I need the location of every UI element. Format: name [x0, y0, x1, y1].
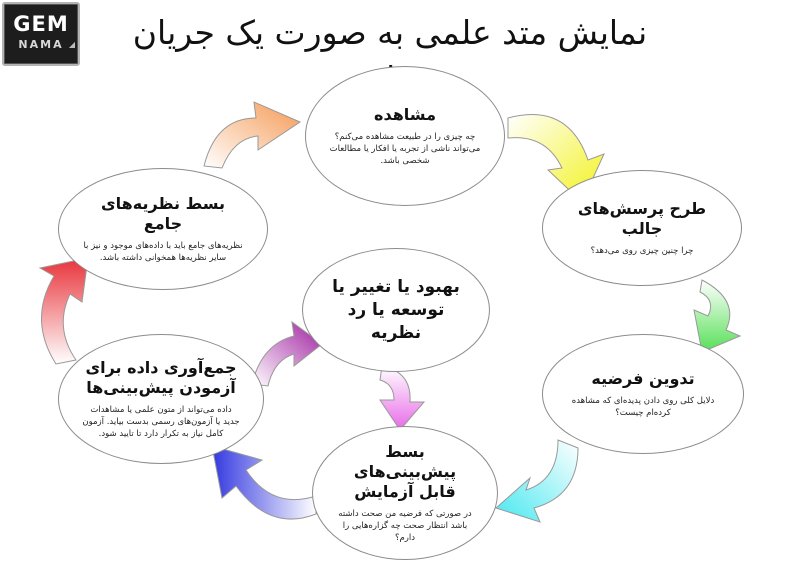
node-predictions-title: بسط پیش‌بینی‌های قابل آزمایش	[353, 442, 457, 501]
node-hypothesis-title: تدوین فرضیه	[591, 369, 695, 388]
node-hypothesis-desc: دلایل کلی روی دادن پدیده‌ای که مشاهده کر…	[571, 396, 715, 418]
node-data-desc: داده می‌تواند از متون علمی یا مشاهدات جد…	[82, 405, 240, 439]
arrow-predictions-to-data	[211, 445, 317, 520]
arrow-data-to-theories	[38, 257, 89, 365]
node-predictions: بسط پیش‌بینی‌های قابل آزمایش در صورتی که…	[312, 426, 498, 560]
node-center: بهبود یا تغییر یا توسعه یا رد نظریه	[302, 248, 490, 372]
node-theories: بسط نظریه‌های جامع نظریه‌های جامع باید ب…	[58, 168, 268, 290]
node-center-title: بهبود یا تغییر یا توسعه یا رد نظریه	[332, 276, 460, 343]
node-theories-desc: نظریه‌های جامع باید با داده‌های موجود و …	[83, 241, 243, 263]
node-questions-title: طرح پرسش‌های جالب	[577, 199, 707, 238]
logo-text-gem: GEM	[13, 12, 69, 36]
node-questions-desc: چرا چنین چیزی روی می‌دهد؟	[590, 246, 694, 256]
node-predictions-desc: در صورتی که فرضیه من صحت داشته باشد انتظ…	[338, 509, 472, 543]
node-observation: مشاهده چه چیزی را در طبیعت مشاهده می‌کنم…	[305, 66, 505, 206]
logo-text-nama: NAMA	[18, 38, 64, 51]
node-observation-desc: چه چیزی را در طبیعت مشاهده می‌کنم؟ می‌تو…	[329, 132, 481, 166]
logo-corner-mark: ◢	[68, 40, 75, 49]
arrow-questions-to-hypothesis	[693, 279, 742, 353]
node-data: جمع‌آوری داده برای آزمودن پیش‌بینی‌ها دا…	[58, 334, 264, 464]
node-theories-title: بسط نظریه‌های جامع	[100, 194, 225, 233]
node-questions: طرح پرسش‌های جالب چرا چنین چیزی روی می‌د…	[542, 170, 742, 286]
arrow-hypothesis-to-predictions	[495, 439, 579, 523]
gemnama-logo: GEM NAMA ◢	[2, 2, 80, 66]
node-observation-title: مشاهده	[374, 105, 436, 124]
node-data-title: جمع‌آوری داده برای آزمودن پیش‌بینی‌ها	[85, 358, 237, 397]
arrow-theories-to-observation	[203, 101, 302, 169]
arrow-center-to-predictions	[379, 365, 426, 431]
node-hypothesis: تدوین فرضیه دلایل کلی روی دادن پدیده‌ای …	[542, 334, 744, 454]
